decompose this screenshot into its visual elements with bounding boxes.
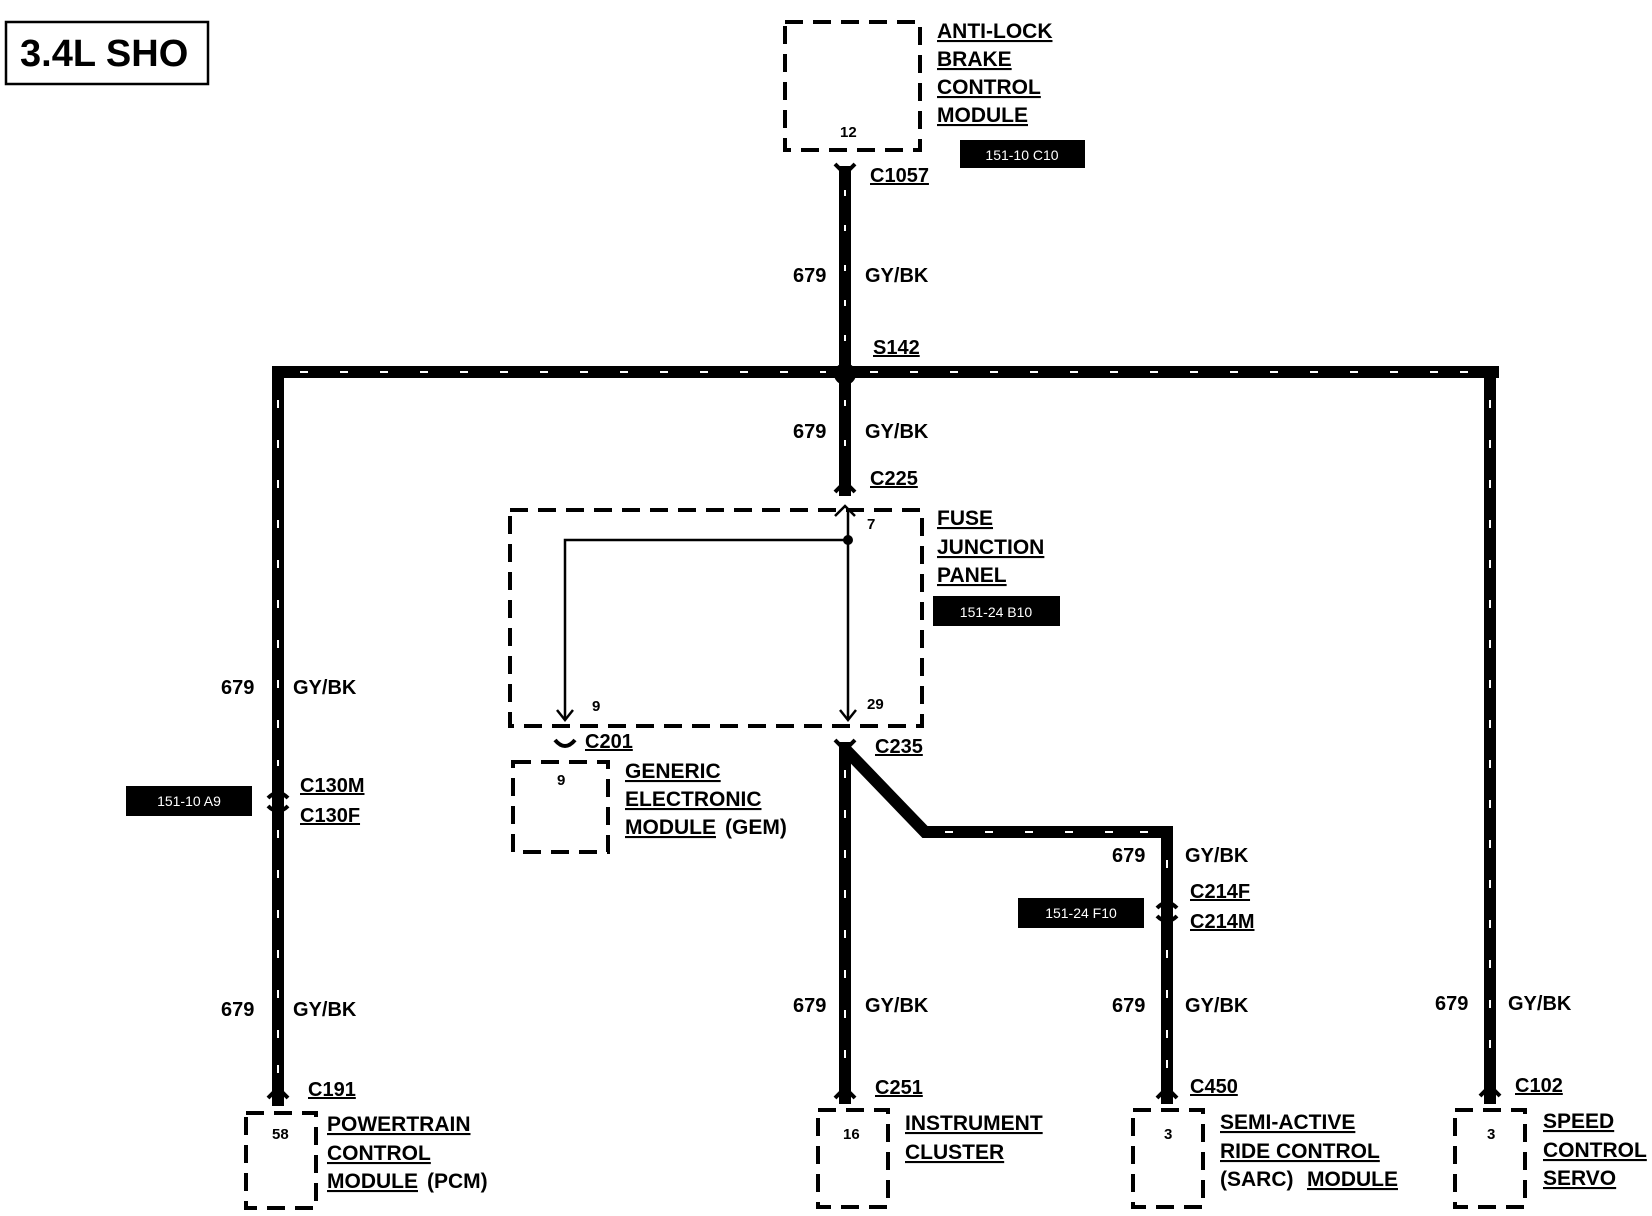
gem-box	[511, 760, 610, 854]
connector-c102: C102	[1515, 1075, 1563, 1097]
abs-pin: 12	[840, 124, 857, 141]
connector-c225: C225	[870, 468, 918, 490]
wire-harness	[272, 166, 1499, 1106]
wire-circuit: 679	[221, 999, 254, 1021]
gem-pin: 9	[557, 772, 565, 789]
ref-c130: 151-10 A9	[126, 786, 252, 816]
wire-color: GY/BK	[1185, 845, 1249, 867]
gem-line-2: ELECTRONIC	[625, 788, 762, 811]
ref-c214-text: 151-24 F10	[1045, 905, 1117, 921]
gem-name: GENERIC ELECTRONIC MODULE (GEM)	[625, 760, 787, 839]
wire-color: GY/BK	[865, 265, 929, 287]
fjp-pin-gem: 9	[592, 698, 600, 715]
engine-badge: 3.4L SHO	[4, 20, 210, 86]
pcm-line-2: CONTROL	[327, 1142, 431, 1165]
gem-line-1: GENERIC	[625, 760, 721, 783]
pcm-pin: 58	[272, 1126, 289, 1143]
fjp-internal-junction	[843, 535, 853, 545]
fjp-box	[508, 508, 924, 728]
fjp-pin-in: 7	[867, 516, 875, 533]
fjp-line-1: FUSE	[937, 507, 993, 530]
wire-to-sarc	[839, 743, 1173, 1104]
cluster-box	[816, 1108, 890, 1209]
wire-color: GY/BK	[293, 677, 357, 699]
sarc-box	[1131, 1108, 1205, 1209]
ref-c214: 151-24 F10	[1018, 898, 1144, 928]
ref-fjp: 151-24 B10	[933, 596, 1060, 626]
wire-texture	[277, 190, 1491, 1073]
pcm-line-1: POWERTRAIN	[327, 1113, 471, 1136]
abs-line-3: CONTROL	[937, 76, 1041, 99]
gem-line-3: MODULE	[625, 816, 716, 839]
servo-line-2: CONTROL	[1543, 1139, 1647, 1162]
connector-c450: C450	[1190, 1076, 1238, 1098]
wire-labels: 679 GY/BK 679 GY/BK 679 GY/BK 679 GY/BK …	[221, 265, 1572, 1021]
wire-color: GY/BK	[1185, 995, 1249, 1017]
fjp-internal-circuit	[556, 510, 857, 723]
wire-circuit: 679	[1112, 995, 1145, 1017]
connector-c1057: C1057	[870, 165, 929, 187]
abs-line-1: ANTI-LOCK	[937, 20, 1052, 43]
sarc-line-1: SEMI-ACTIVE	[1220, 1111, 1355, 1134]
sarc-name: SEMI-ACTIVE RIDE CONTROL (SARC) MODULE	[1220, 1111, 1398, 1191]
sarc-prefix: (SARC)	[1220, 1168, 1294, 1191]
servo-line-3: SERVO	[1543, 1167, 1616, 1190]
ref-c130-text: 151-10 A9	[157, 793, 221, 809]
connector-c214f: C214F	[1190, 881, 1250, 903]
wire-circuit: 679	[1112, 845, 1145, 867]
connector-c191: C191	[308, 1079, 356, 1101]
pcm-suffix: (PCM)	[427, 1170, 488, 1193]
sarc-line-2: RIDE CONTROL	[1220, 1140, 1380, 1163]
ref-abs-text: 151-10 C10	[985, 147, 1058, 163]
connector-labels: C1057 C225 C201 C235 C130M C130F C214F C…	[300, 165, 1563, 1101]
servo-box	[1453, 1108, 1527, 1209]
component-boxes	[244, 20, 1527, 1210]
servo-line-1: SPEED	[1543, 1110, 1614, 1133]
wire-circuit: 679	[793, 995, 826, 1017]
abs-line-4: MODULE	[937, 104, 1028, 127]
connector-c130m: C130M	[300, 775, 364, 797]
wire-circuit: 679	[793, 265, 826, 287]
pcm-line-3: MODULE	[327, 1170, 418, 1193]
fjp-line-2: JUNCTION	[937, 536, 1044, 559]
gem-suffix: (GEM)	[725, 816, 787, 839]
abs-module-box	[783, 20, 922, 152]
wire-circuit: 679	[1435, 993, 1468, 1015]
cluster-pin: 16	[843, 1126, 860, 1143]
connector-c251: C251	[875, 1077, 923, 1099]
splice-dot	[834, 363, 856, 385]
cluster-line-2: CLUSTER	[905, 1141, 1004, 1164]
connector-c235: C235	[875, 736, 923, 758]
abs-line-2: BRAKE	[937, 48, 1012, 71]
wire-circuit: 679	[221, 677, 254, 699]
fjp-pin-out: 29	[867, 696, 884, 713]
wire-color: GY/BK	[1508, 993, 1572, 1015]
connector-c214m: C214M	[1190, 911, 1254, 933]
servo-name: SPEED CONTROL SERVO	[1543, 1110, 1647, 1190]
wire-color: GY/BK	[865, 995, 929, 1017]
pcm-box	[244, 1111, 318, 1210]
wire-color: GY/BK	[865, 421, 929, 443]
sarc-pin: 3	[1164, 1126, 1172, 1143]
servo-pin: 3	[1487, 1126, 1495, 1143]
sarc-line-3: MODULE	[1307, 1168, 1398, 1191]
connector-c201: C201	[585, 731, 633, 753]
connector-c130f: C130F	[300, 805, 360, 827]
fjp-name: FUSE JUNCTION PANEL	[937, 507, 1044, 587]
ref-fjp-text: 151-24 B10	[960, 604, 1033, 620]
fjp-line-3: PANEL	[937, 564, 1007, 587]
engine-badge-text: 3.4L SHO	[20, 33, 188, 75]
abs-module-name: ANTI-LOCK BRAKE CONTROL MODULE	[937, 20, 1052, 127]
cluster-name: INSTRUMENT CLUSTER	[905, 1112, 1043, 1164]
wire-color: GY/BK	[293, 999, 357, 1021]
pcm-name: POWERTRAIN CONTROL MODULE (PCM)	[327, 1113, 488, 1193]
ref-abs: 151-10 C10	[960, 140, 1085, 168]
cluster-line-1: INSTRUMENT	[905, 1112, 1043, 1135]
connector-symbols	[266, 162, 1502, 1100]
wire-circuit: 679	[793, 421, 826, 443]
splice-label: S142	[873, 337, 920, 359]
